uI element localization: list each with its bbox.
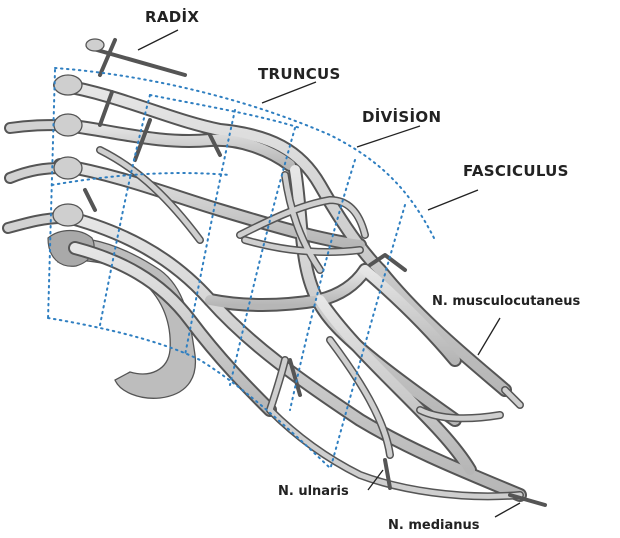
medianus-leader xyxy=(495,503,520,517)
label-radix: RADİX xyxy=(145,8,199,26)
label-divisio: DİVİSİON xyxy=(362,108,441,126)
label-truncus: TRUNCUS xyxy=(258,65,341,83)
label-n-ulnaris: N. ulnaris xyxy=(278,484,349,499)
truncus-leader xyxy=(262,82,316,103)
musculocutaneus-leader xyxy=(478,318,500,355)
leader-lines xyxy=(138,30,520,517)
radix-boundary-outer xyxy=(48,70,55,320)
label-fasciculus: FASCICULUS xyxy=(463,162,569,180)
label-n-medianus: N. medianus xyxy=(388,518,480,533)
divisio-leader xyxy=(357,126,420,147)
fasciculus-leader xyxy=(428,190,478,210)
subclavian-vessel xyxy=(48,231,195,399)
radix-leader xyxy=(138,30,178,50)
label-n-musculocutaneus: N. musculocutaneus xyxy=(432,294,580,309)
nerve-network xyxy=(8,40,545,505)
